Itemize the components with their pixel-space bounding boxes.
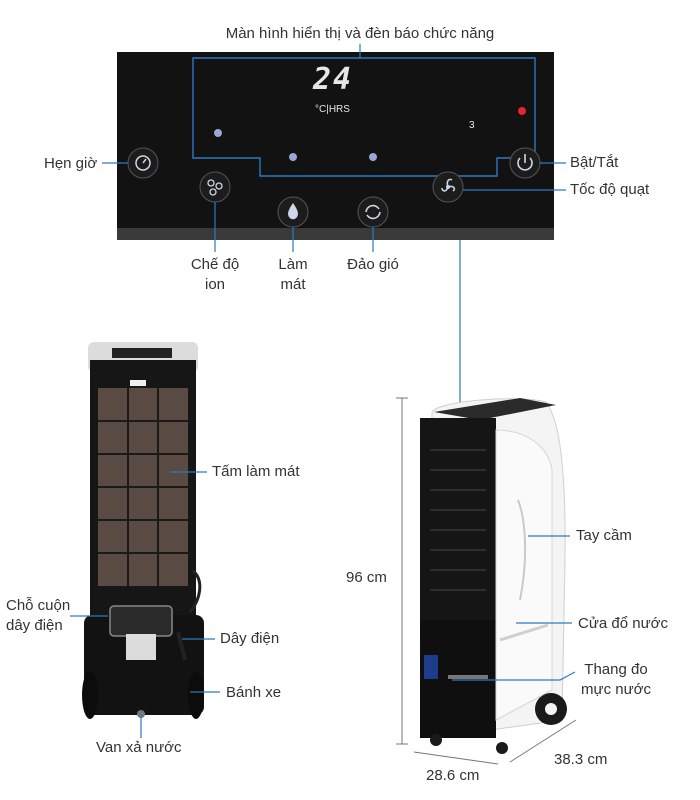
cool-button (277, 196, 309, 228)
handle-label: Tay cầm (576, 527, 632, 544)
water-inlet-label: Cửa đổ nước (578, 615, 668, 632)
panel-title: Màn hình hiển thị và đèn báo chức năng (225, 25, 495, 42)
panel-bottom-edge (117, 228, 554, 240)
power-button (509, 147, 541, 179)
timer-label: Hẹn giờ (44, 155, 98, 172)
display-frame-outline (192, 57, 536, 177)
wheels-label: Bánh xe (226, 684, 282, 701)
drain-valve-label: Van xả nước (96, 739, 182, 756)
cooling-pad-label: Tấm làm mát (212, 463, 300, 480)
indicator-dot-power (518, 107, 526, 115)
control-panel (117, 52, 554, 240)
power-label: Bật/Tắt (570, 154, 619, 171)
indicator-dot-ion (289, 153, 297, 161)
swing-button (357, 196, 389, 228)
ion-label-line2: ion (204, 276, 226, 293)
water-level-label-line2: mực nước (581, 681, 651, 698)
ion-label-line1: Chế độ (190, 256, 240, 273)
front-unit (420, 398, 567, 754)
indicator-dot-timer (214, 129, 222, 137)
fan-speed-button (432, 171, 464, 203)
width-dimension: 28.6 cm (426, 767, 480, 784)
water-level-label-line1: Thang đo (584, 661, 648, 678)
cord-wrap-label-line1: Chỗ cuộn (6, 597, 71, 614)
ion-button (199, 171, 231, 203)
cool-label-line2: mát (280, 276, 306, 293)
cool-label-line1: Làm (278, 256, 308, 273)
cord-wrap-label-line2: dây điện (6, 617, 63, 634)
height-dimension: 96 cm (346, 569, 387, 586)
timer-button (127, 147, 159, 179)
display-units: °C|HRS (315, 104, 350, 115)
display-digits: 24 (313, 62, 354, 97)
fan-speed-label: Tốc độ quạt (570, 181, 650, 198)
speed-indicator-label: 3 (469, 120, 475, 131)
indicator-dot-swing (369, 153, 377, 161)
swing-label: Đảo gió (347, 256, 399, 273)
power-cord-label: Dây điện (220, 630, 280, 647)
depth-dimension: 38.3 cm (554, 751, 608, 768)
back-unit (82, 342, 204, 719)
